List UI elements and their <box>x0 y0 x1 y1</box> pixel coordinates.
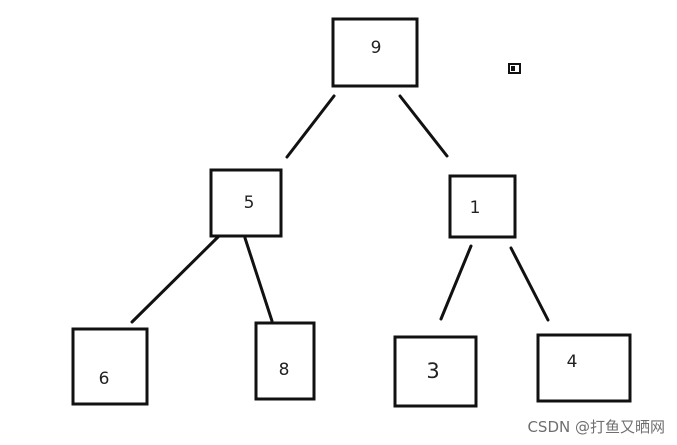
tree-node-8: 8 <box>254 321 316 401</box>
node-label: 5 <box>244 193 255 213</box>
edge-9-5 <box>285 94 336 159</box>
node-label: 1 <box>470 198 481 218</box>
node-label: 8 <box>279 360 290 380</box>
edge-5-8 <box>243 236 274 323</box>
node-label: 3 <box>426 359 439 383</box>
csdn-watermark: CSDN @打鱼又晒网 <box>527 418 665 436</box>
edge-1-3 <box>439 244 473 321</box>
small-square-icon <box>508 63 521 74</box>
node-label: 9 <box>371 38 382 58</box>
node-label: 4 <box>567 352 578 372</box>
tree-node-3: 3 <box>393 335 478 408</box>
tree-node-5: 5 <box>209 168 283 238</box>
node-label: 6 <box>99 369 110 389</box>
edge-9-1 <box>398 94 449 158</box>
tree-node-4: 4 <box>536 333 632 403</box>
edge-5-6 <box>130 231 224 324</box>
tree-node-1: 1 <box>448 174 517 239</box>
tree-node-6: 6 <box>71 327 149 406</box>
tree-node-9: 9 <box>331 17 419 88</box>
edge-1-4 <box>509 246 550 322</box>
